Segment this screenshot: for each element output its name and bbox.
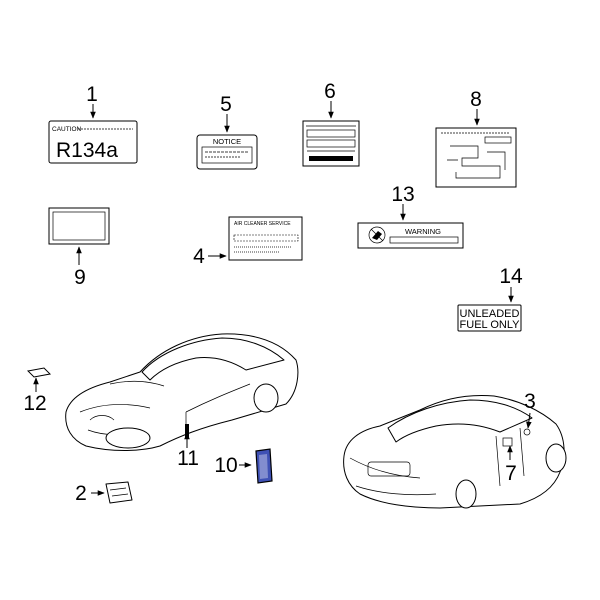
no-child-seat-icon: [368, 226, 386, 244]
callout-10: 10: [214, 454, 237, 477]
label-outline: [48, 207, 110, 245]
label-outline: [457, 304, 522, 332]
fine-print: [233, 234, 299, 253]
part-2-clip[interactable]: 2: [75, 481, 133, 505]
air-cleaner-title-text: AIR CLEANER SERVICE: [234, 221, 291, 227]
callout-13: 13: [391, 183, 414, 206]
label-outline: [228, 216, 303, 261]
part-14-unleaded-fuel-label[interactable]: 14 UNLEADED FUEL ONLY: [457, 265, 523, 332]
part-9-blank-label[interactable]: 9: [48, 207, 110, 289]
callout-6: 6: [324, 80, 336, 103]
part-7-pillar-label[interactable]: 7: [505, 445, 517, 485]
callout-5: 5: [220, 93, 232, 116]
refrigerant-caution-text: CAUTION: [52, 126, 82, 133]
part-10-highlighted-label[interactable]: 10: [214, 448, 273, 484]
label-sections: [306, 125, 356, 161]
label-outline: [48, 120, 138, 164]
coupe-roof-glass: [141, 337, 285, 381]
part-1-refrigerant-label[interactable]: 1 CAUTION R134a: [48, 83, 138, 164]
door-jamb-label-marker: [185, 424, 189, 438]
notice-box: [201, 146, 253, 164]
highlighted-label-inner: [259, 454, 268, 479]
highlighted-label-shape: [255, 448, 273, 484]
rear-door-lines: [495, 427, 525, 487]
part-12-small-label[interactable]: 12: [23, 367, 52, 415]
small-label-shape: [26, 367, 52, 378]
callout-11: 11: [177, 447, 199, 470]
part-13-warning-label[interactable]: 13 WARNING: [357, 183, 464, 249]
callout-12: 12: [23, 392, 46, 415]
callout-3: 3: [524, 390, 536, 413]
callout-9: 9: [74, 266, 86, 289]
rear-right-wheel: [545, 443, 567, 473]
part-3-door-label[interactable]: 3: [523, 390, 536, 436]
callout-7: 7: [505, 462, 517, 485]
warning-title-text: WARNING: [405, 227, 441, 236]
callout-4: 4: [193, 245, 205, 268]
callout-1: 1: [86, 83, 98, 106]
clip-detail: [109, 487, 129, 497]
part-4-air-cleaner-label[interactable]: 4 AIR CLEANER SERVICE: [193, 216, 303, 268]
part-11-door-jamb-label[interactable]: 11: [177, 432, 199, 470]
headlight: [89, 415, 115, 421]
rear-sedan-illustration: [343, 395, 567, 509]
routing-diagram: [441, 132, 512, 179]
fuel-line2-text: FUEL ONLY: [460, 319, 521, 331]
notice-title-text: NOTICE: [213, 137, 241, 146]
callout-2: 2: [75, 482, 87, 505]
license-plate-area: [367, 461, 411, 477]
front-coupe-illustration: [65, 333, 299, 451]
label-outline: [435, 127, 517, 188]
refrigerant-type-text: R134a: [56, 139, 118, 162]
door-pin-marker: [523, 428, 531, 436]
rear-left-wheel: [455, 479, 477, 509]
fine-print: [205, 151, 249, 158]
front-wheel: [105, 427, 151, 449]
trunk-lines: [349, 457, 437, 496]
rear-wheel: [253, 383, 279, 413]
sedan-cabin: [387, 399, 533, 443]
part-6-emission-label[interactable]: 6: [302, 80, 360, 167]
leader-arrow: [526, 412, 532, 429]
callout-8: 8: [470, 88, 482, 111]
fuel-line1-text: UNLEADED: [460, 308, 520, 320]
part-5-notice-label[interactable]: 5 NOTICE: [196, 93, 258, 170]
clip-shape: [105, 481, 133, 504]
label-inner-border: [52, 211, 106, 241]
part-8-vacuum-hose-label[interactable]: 8: [435, 88, 517, 188]
callout-14: 14: [499, 265, 523, 288]
warning-text-box: [389, 236, 459, 244]
